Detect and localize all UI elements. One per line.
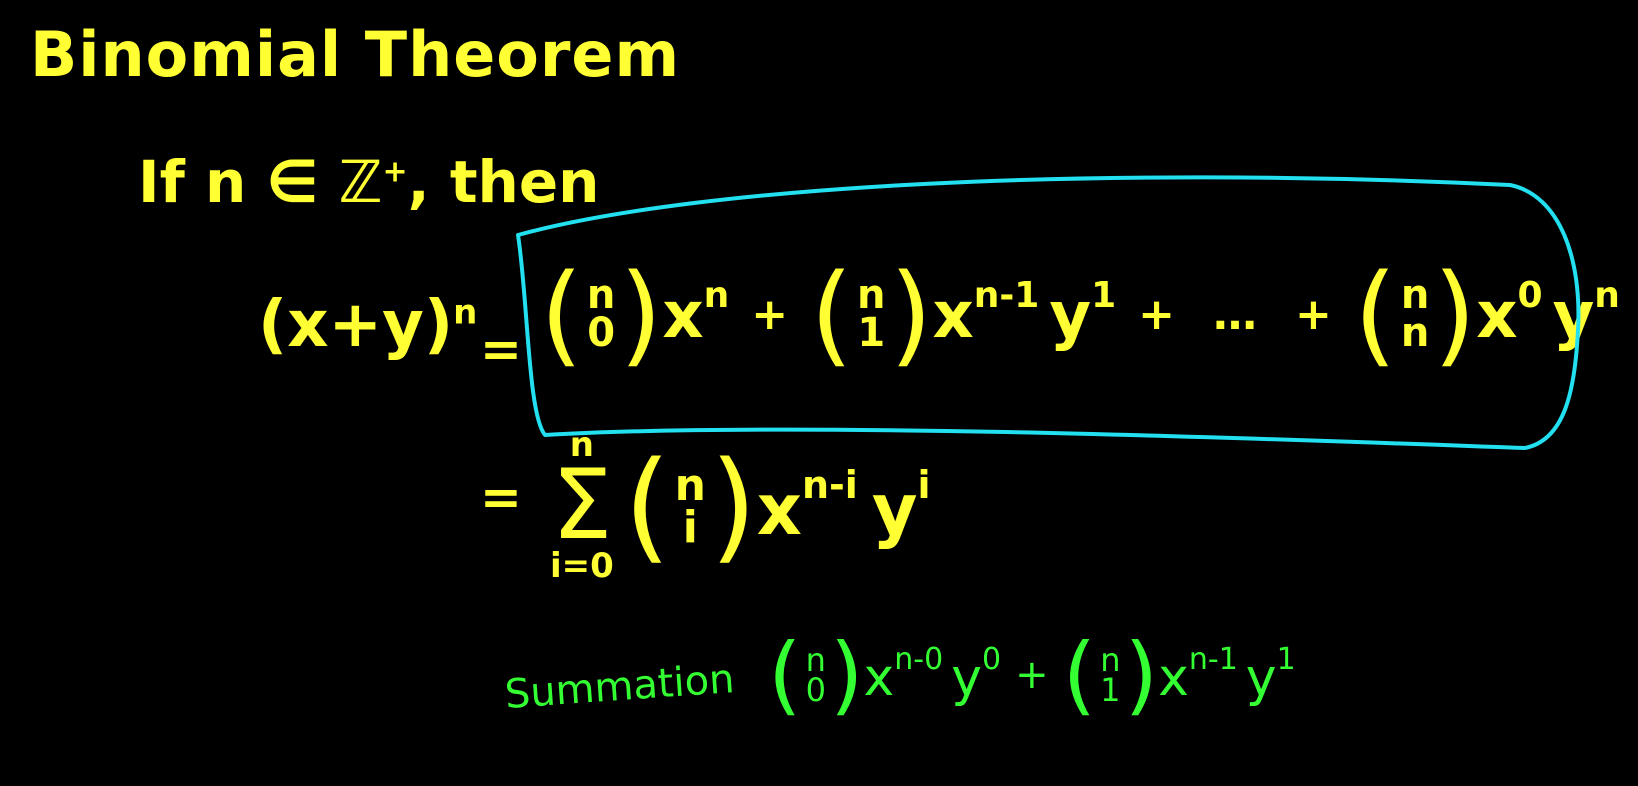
coefficient-stack: n 0 (805, 640, 826, 709)
coefficient-top: n (1400, 272, 1430, 318)
binomial-coefficient: ( n n ) (1354, 259, 1476, 369)
variable-y: y1 (1245, 642, 1296, 708)
expansion-term-3: ( n n ) x0 yn (1354, 259, 1620, 369)
variable-x: xn-0 (863, 642, 944, 708)
variable-y: y0 (951, 642, 1002, 708)
binomial-expansion: ( n 0 ) xn + ( n 1 ) xn-1 y1 + (540, 244, 1620, 384)
equals-sign-2: = (480, 468, 522, 526)
right-paren: ) (829, 625, 864, 725)
coefficient-stack: n 1 (857, 272, 886, 356)
right-paren: ) (1124, 625, 1159, 725)
coefficient-top: n (1100, 640, 1121, 679)
summation-label: Summation (503, 656, 736, 718)
coefficient-bottom: n (1400, 310, 1430, 356)
variable-y: yn (1552, 275, 1620, 353)
variable-y: yi (871, 462, 931, 551)
sigma-operator: n Σ i=0 (550, 428, 614, 586)
coefficient-top: n (805, 640, 826, 679)
binomial-coefficient: ( n 1 ) (810, 259, 932, 369)
plus-sign: + (1015, 652, 1049, 698)
page-title: Binomial Theorem (30, 18, 681, 91)
left-paren: ( (768, 625, 802, 725)
coefficient-top: n (586, 272, 616, 318)
binomial-coefficient: ( n 0 ) (540, 259, 662, 369)
coefficient-bottom: i (682, 501, 698, 553)
equals-sign-1: = (480, 320, 522, 378)
right-paren: ) (709, 436, 757, 576)
coefficient-stack: n i (674, 460, 706, 553)
variable-y: y1 (1049, 275, 1117, 353)
left-paren: ( (810, 250, 854, 378)
plus-sign: + (751, 288, 789, 340)
binomial-coefficient: ( n 0 ) (768, 632, 863, 718)
coefficient-stack: n n (1400, 272, 1430, 356)
variable-x: xn-i (756, 462, 858, 551)
lhs-power: n (453, 292, 478, 333)
example-term-1: ( n 0 ) xn-0 y0 (768, 632, 1001, 718)
sigma-upper-limit: n (569, 425, 595, 465)
hypothesis-suffix: , then (407, 148, 600, 216)
coefficient-bottom: 0 (805, 671, 826, 709)
hypothesis-prefix: If n ∈ (138, 148, 339, 216)
variable-x: xn-1 (1158, 642, 1238, 708)
coefficient-stack: n 1 (1100, 640, 1121, 709)
integer-set-sup: + (382, 154, 408, 190)
coefficient-bottom: 1 (1100, 671, 1121, 709)
example-term-2: ( n 1 ) xn-1 y1 (1063, 632, 1296, 718)
ellipsis: … (1213, 288, 1258, 340)
left-paren: ( (623, 436, 671, 576)
coefficient-top: n (857, 272, 886, 318)
left-paren: ( (1353, 250, 1397, 378)
variable-x: xn (662, 275, 730, 353)
plus-sign: + (1295, 288, 1332, 340)
right-paren: ) (619, 250, 663, 378)
summation-form: n Σ i=0 ( n i ) xn-i yi (550, 428, 930, 586)
left-paren: ( (1062, 625, 1097, 725)
sigma-lower-limit: i=0 (550, 546, 614, 587)
left-paren: ( (540, 250, 583, 378)
expansion-term-1: ( n 0 ) xn (540, 259, 729, 369)
coefficient-bottom: 1 (857, 310, 886, 356)
integer-set-symbol: ℤ (338, 148, 383, 216)
summation-example: ( n 0 ) xn-0 y0 + ( n 1 ) xn-1 y1 (768, 632, 1296, 718)
coefficient-top: n (674, 460, 706, 512)
variable-x: xn-1 (932, 275, 1040, 353)
variable-x: x0 (1476, 275, 1543, 353)
right-paren: ) (1433, 250, 1477, 378)
expansion-term-2: ( n 1 ) xn-1 y1 (810, 259, 1116, 369)
lhs-base: (x+y) (258, 288, 454, 362)
plus-sign: + (1138, 288, 1176, 340)
coefficient-stack: n 0 (586, 272, 616, 356)
binomial-lhs: (x+y)n (258, 288, 477, 362)
sigma-icon: Σ (551, 449, 613, 561)
binomial-coefficient: ( n i ) (623, 436, 757, 576)
binomial-coefficient: ( n 1 ) (1063, 632, 1158, 718)
right-paren: ) (889, 250, 933, 378)
coefficient-bottom: 0 (587, 310, 616, 356)
hypothesis-line: If n ∈ ℤ+, then (138, 148, 599, 216)
